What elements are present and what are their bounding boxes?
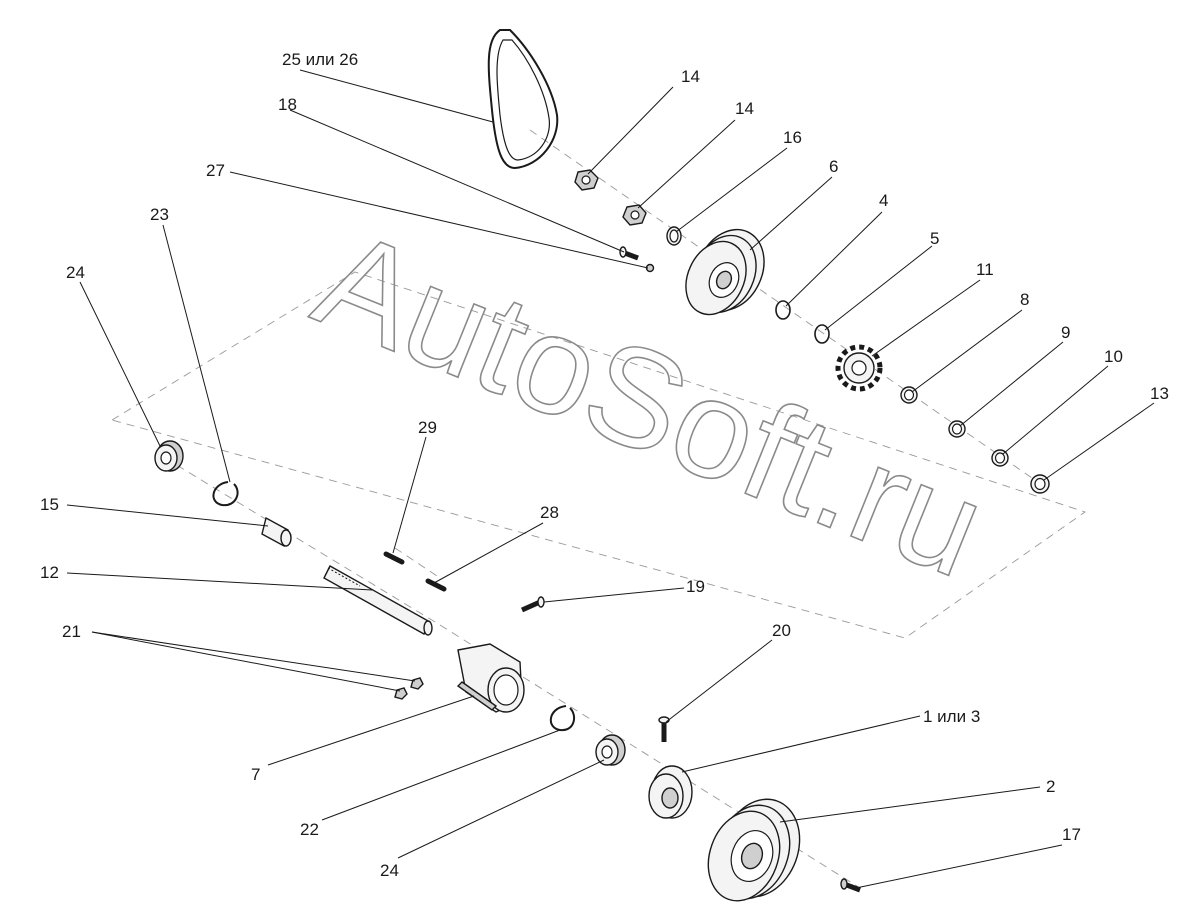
label-29: 29 — [418, 418, 437, 437]
housing-7 — [456, 643, 525, 713]
label-18: 18 — [278, 95, 297, 114]
pulley-2 — [707, 798, 801, 902]
label-14-upper: 14 — [681, 67, 700, 86]
label-5: 5 — [930, 229, 939, 248]
v-belt — [487, 29, 559, 170]
pin-28 — [425, 578, 447, 592]
label-20: 20 — [772, 621, 791, 640]
bolt-19 — [520, 596, 545, 613]
washer-16 — [666, 226, 682, 246]
snap-ring-23 — [212, 481, 239, 507]
bushing-13 — [1030, 474, 1050, 494]
label-28: 28 — [540, 503, 559, 522]
label-19: 19 — [686, 577, 705, 596]
label-17: 17 — [1062, 825, 1081, 844]
dashed-frame — [110, 271, 1086, 639]
sprocket-11 — [835, 344, 883, 392]
bushing-8 — [900, 386, 918, 404]
nut-upper — [574, 169, 599, 191]
label-13: 13 — [1150, 384, 1169, 403]
pulley-6 — [685, 228, 765, 316]
bolt-17 — [840, 878, 861, 893]
label-24-upper: 24 — [66, 263, 85, 282]
label-25-26: 25 или 26 — [282, 50, 358, 69]
label-12: 12 — [40, 563, 59, 582]
label-2: 2 — [1046, 777, 1055, 796]
label-23: 23 — [150, 205, 169, 224]
label-10: 10 — [1104, 347, 1123, 366]
label-22: 22 — [300, 820, 319, 839]
nuts-21 — [394, 677, 424, 700]
bolt-18 — [619, 246, 639, 261]
ring-5 — [814, 324, 830, 344]
part-labels: 25 или 26 18 27 14 14 16 6 4 5 11 8 9 10… — [40, 50, 1169, 880]
pin-29 — [383, 551, 405, 565]
label-14-lower: 14 — [735, 99, 754, 118]
label-27: 27 — [206, 161, 225, 180]
ring-4 — [775, 300, 791, 320]
shaft-12 — [323, 565, 433, 636]
label-7: 7 — [251, 765, 260, 784]
label-6: 6 — [829, 157, 838, 176]
bearing-upper — [154, 440, 184, 472]
label-1-3: 1 или 3 — [923, 707, 980, 726]
label-9: 9 — [1061, 323, 1070, 342]
sleeve-15 — [261, 516, 292, 548]
label-15: 15 — [40, 495, 59, 514]
leader-lines — [66, 69, 1155, 889]
watermark-text: AutoSoft.ru — [297, 199, 1005, 607]
bearing-lower — [595, 734, 626, 766]
bushing-10 — [991, 449, 1009, 467]
hub-1 — [648, 765, 693, 819]
label-4: 4 — [879, 191, 888, 210]
label-24-lower: 24 — [380, 861, 399, 880]
label-16: 16 — [783, 128, 802, 147]
label-8: 8 — [1020, 290, 1029, 309]
nut-lower — [622, 204, 647, 226]
label-11: 11 — [976, 260, 994, 279]
snap-ring-22 — [550, 705, 576, 732]
label-21: 21 — [62, 622, 81, 641]
